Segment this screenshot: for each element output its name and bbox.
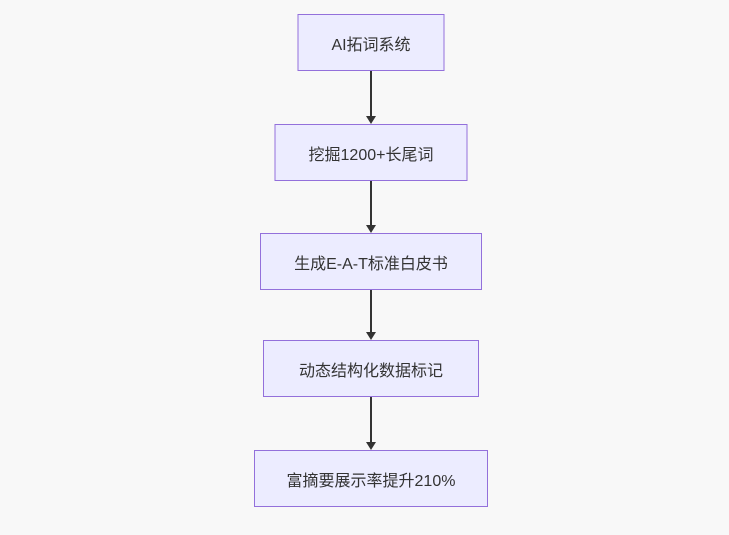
arrow-down-icon	[365, 290, 377, 340]
flow-node-structured-data-markup: 动态结构化数据标记	[263, 340, 479, 397]
arrow-down-icon	[365, 71, 377, 124]
flow-node-rich-snippet-rate: 富摘要展示率提升210%	[254, 450, 488, 507]
flow-node-eat-whitepaper: 生成E-A-T标准白皮书	[260, 233, 482, 290]
flow-node-ai-expansion-system: AI拓词系统	[297, 14, 445, 71]
flow-node-longtail-keywords: 挖掘1200+长尾词	[274, 124, 468, 181]
arrow-down-icon	[365, 181, 377, 233]
arrow-down-icon	[365, 397, 377, 450]
